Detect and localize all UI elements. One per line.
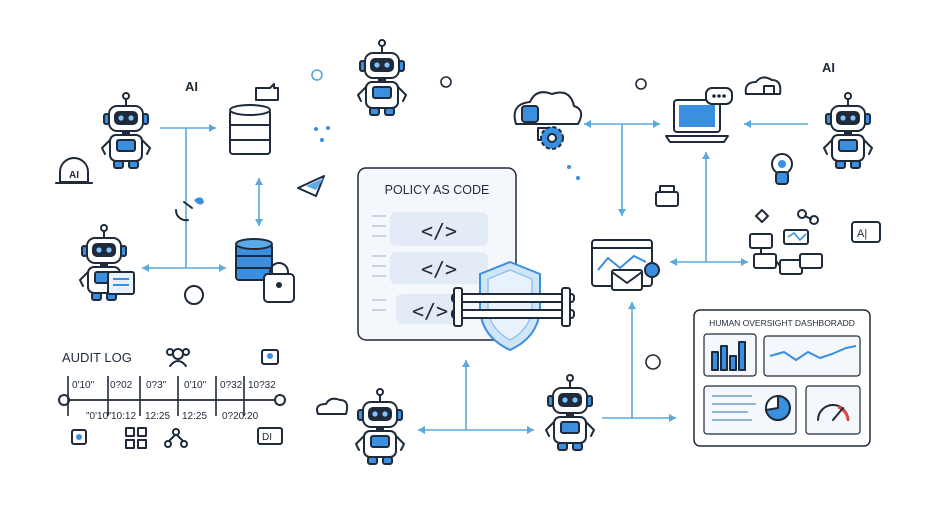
di-tag-icon: DI xyxy=(257,427,283,445)
node-dot xyxy=(311,69,323,81)
database-icon xyxy=(229,104,271,155)
hierarchy-icon xyxy=(125,427,147,449)
printer-icon xyxy=(655,185,679,207)
gear-icon xyxy=(540,126,564,150)
code-line: </> xyxy=(421,219,457,243)
connector-lines xyxy=(142,123,808,431)
cloud-icon xyxy=(744,76,782,95)
report-icon xyxy=(107,271,135,295)
share-icon xyxy=(164,428,188,448)
dashboard-title: HUMAN OVERSIGHT DASHBORADD xyxy=(709,318,855,328)
timestamp: 0?32 xyxy=(220,380,243,391)
ai-badge-icon: AI xyxy=(55,157,93,184)
handshake-icon xyxy=(174,201,193,222)
robot-icon xyxy=(823,92,873,169)
robot-icon xyxy=(357,39,407,116)
connector-arrowheads xyxy=(142,120,751,434)
barrier-icon xyxy=(451,287,575,327)
policy-title: POLICY AS CODE xyxy=(385,183,490,197)
chat-bubble-icon xyxy=(255,83,279,101)
code-line: </> xyxy=(412,299,448,323)
timestamp: 0'10" xyxy=(72,380,95,391)
robot-icon xyxy=(545,374,595,451)
leaf-icon xyxy=(194,197,204,205)
chat-bubble-icon xyxy=(705,87,733,105)
badge-icon xyxy=(771,153,793,185)
svg-text:A|: A| xyxy=(857,228,867,240)
human-oversight-dashboard: HUMAN OVERSIGHT DASHBORADD xyxy=(693,309,871,447)
lock-icon xyxy=(263,262,295,303)
robot-icon xyxy=(355,388,405,465)
timestamp: 0?3" xyxy=(146,380,167,391)
code-line: </> xyxy=(421,257,457,281)
shield-icon xyxy=(479,260,541,352)
laptop-icon xyxy=(665,99,729,143)
gauge-icon xyxy=(817,404,850,421)
timestamp: 12:25 xyxy=(182,411,207,422)
timestamp: 10?32 xyxy=(248,380,276,391)
network-icon xyxy=(755,209,819,225)
robot-icon xyxy=(101,92,151,169)
ai-chat-icon: A| xyxy=(851,221,881,243)
timestamp: 0?20:20 xyxy=(222,411,259,422)
timestamp: 0?02 xyxy=(110,380,133,391)
svg-text:AI: AI xyxy=(69,170,79,181)
flowchart-icon xyxy=(749,229,823,275)
database-icon xyxy=(235,238,273,281)
line-chart-icon xyxy=(769,345,857,362)
timestamp: 10:12 xyxy=(111,411,136,422)
pie-chart-icon xyxy=(765,395,791,421)
node-dot xyxy=(645,354,661,370)
timestamp: "0'10" xyxy=(86,411,112,422)
bar-chart-icon xyxy=(711,341,746,371)
timestamp: 0'10" xyxy=(184,380,207,391)
timestamp: 12:25 xyxy=(145,411,170,422)
envelope-icon xyxy=(611,269,643,291)
shield-home-icon xyxy=(71,429,87,445)
node-dot xyxy=(635,78,647,90)
node-dot xyxy=(184,285,204,305)
tag-icon xyxy=(297,175,325,197)
ai-label: AI xyxy=(822,60,835,75)
audit-log: AUDIT LOG 0'10" 0?02 0?3" 0'10" 0?32 10?… xyxy=(58,348,286,449)
dots-decoration xyxy=(314,126,580,180)
ai-label: AI xyxy=(185,79,198,94)
svg-text:DI: DI xyxy=(262,432,272,443)
team-icon xyxy=(166,348,190,367)
location-icon xyxy=(261,349,279,365)
cloud-icon xyxy=(316,397,349,415)
node-dot xyxy=(440,76,452,88)
audit-log-title: AUDIT LOG xyxy=(62,350,132,365)
